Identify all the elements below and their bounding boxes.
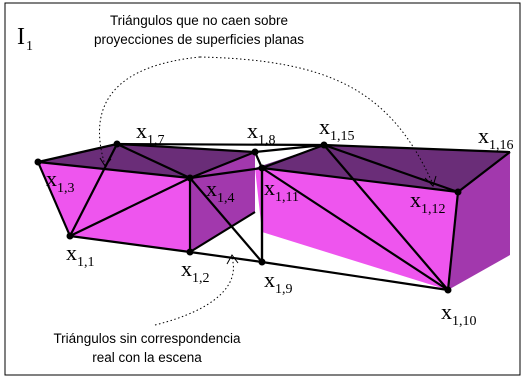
- point-label-x18: x1,8: [247, 118, 276, 148]
- point-label-x17: x1,7: [136, 118, 165, 148]
- image-label: I1: [17, 24, 33, 54]
- point-label-x115: x1,15: [319, 114, 355, 144]
- point-label-x13: x1,3: [46, 166, 75, 196]
- right-box-side-face: [448, 152, 510, 290]
- point-label-x14: x1,4: [206, 176, 235, 206]
- point-label-x116: x1,16: [478, 123, 514, 153]
- point-label-x111: x1,11: [264, 175, 299, 205]
- left-box-top-face: [38, 144, 255, 178]
- annotation-top-line-2: proyecciones de superficies planas: [94, 32, 304, 47]
- point-label-x110: x1,10: [441, 299, 477, 329]
- annotation-leaders: [99, 56, 437, 326]
- vertex-dots: [34, 140, 462, 294]
- point-label-x12: x1,2: [181, 256, 210, 286]
- annotation-bottom-line-1: Triángulos sin correspondencia: [53, 331, 241, 346]
- left-box-front-face: [38, 162, 190, 252]
- right-box-top-face: [255, 145, 510, 192]
- left-box-side-face: [190, 152, 255, 252]
- annotation-bottom-line-2: real con la escena: [92, 350, 202, 365]
- point-label-x112: x1,12: [410, 187, 446, 217]
- point-label-x19: x1,9: [264, 267, 293, 297]
- annotation-top-line-1: Triángulos que no caen sobre: [110, 13, 288, 28]
- point-label-x11: x1,1: [66, 240, 95, 270]
